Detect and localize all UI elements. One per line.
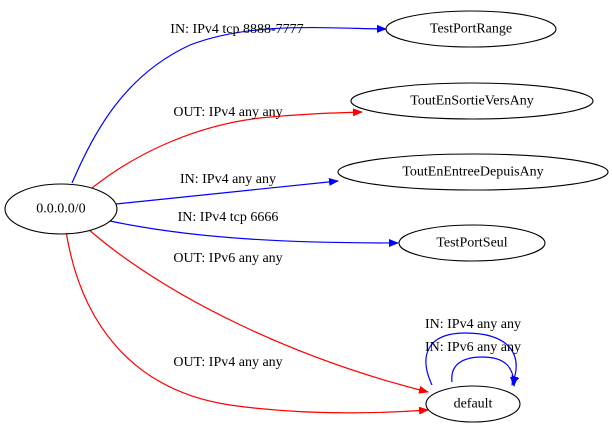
edge-out-ipv4-any-any-default <box>65 230 429 415</box>
node-default: default <box>425 385 521 423</box>
node-label-tout-en-sortie: ToutEnSortieVersAny <box>410 94 533 109</box>
edge-in-ipv4-tcp-8888-7777 <box>71 24 387 184</box>
edges <box>65 24 520 415</box>
edge-in-ipv4-tcp-6666 <box>109 220 399 247</box>
edge-label-e2: OUT: IPv4 any any <box>173 105 282 120</box>
edge-label-e3: IN: IPv4 any any <box>180 172 276 187</box>
node-label-tout-en-entree: ToutEnEntreeDepuisAny <box>402 165 543 180</box>
edge-label-e5: OUT: IPv6 any any <box>173 251 282 266</box>
node-label-test-port-range: TestPortRange <box>430 22 512 37</box>
node-source: 0.0.0.0/0 <box>4 183 118 235</box>
node-label-source: 0.0.0.0/0 <box>36 202 85 217</box>
edge-out-ipv6-any-any <box>87 228 429 394</box>
edge-label-e1: IN: IPv4 tcp 8888-7777 <box>170 22 303 37</box>
edge-label-e6: OUT: IPv4 any any <box>173 355 282 370</box>
edge-in-ipv4-any-any-entree <box>115 177 339 205</box>
edge-out-ipv4-any-any-sortie <box>91 108 363 189</box>
edge-self-loop-in-ipv4 <box>425 332 520 386</box>
edge-label-e7: IN: IPv4 any any <box>425 317 521 332</box>
node-label-default: default <box>454 397 493 412</box>
nodes: 0.0.0.0/0 TestPortRange ToutEnSortieVers… <box>4 10 609 423</box>
edge-label-e8: IN: IPv6 any any <box>425 340 521 355</box>
edge-labels: IN: IPv4 tcp 8888-7777 OUT: IPv4 any any… <box>170 22 521 370</box>
edge-label-e4: IN: IPv4 tcp 6666 <box>178 210 279 225</box>
node-tout-en-entree: ToutEnEntreeDepuisAny <box>337 153 609 191</box>
node-test-port-range: TestPortRange <box>385 10 557 48</box>
node-label-test-port-seul: TestPortSeul <box>436 236 507 251</box>
node-test-port-seul: TestPortSeul <box>398 224 546 262</box>
edge-self-loop-in-ipv6 <box>451 356 518 387</box>
node-tout-en-sortie: ToutEnSortieVersAny <box>350 82 594 120</box>
